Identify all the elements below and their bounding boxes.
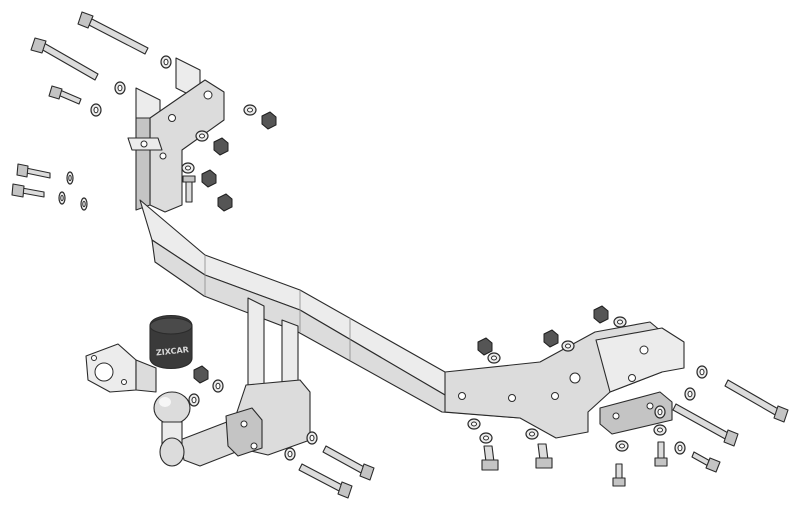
washer (90, 103, 102, 117)
washer (674, 441, 686, 455)
washer (188, 393, 200, 407)
washer (525, 428, 539, 440)
bolt-short-left-2 (16, 163, 51, 179)
washer (479, 432, 493, 444)
nut (213, 137, 229, 156)
nut (261, 111, 277, 130)
bolt-vertical-2 (612, 463, 626, 487)
washer (80, 197, 88, 211)
washer (66, 171, 74, 185)
bolt-short-left-1 (48, 85, 82, 105)
bolt-long-bottom-2 (298, 463, 353, 499)
electrical-socket: ZIXCAR (149, 315, 193, 369)
washer (58, 191, 66, 205)
washer (181, 162, 195, 174)
tow-ball (153, 391, 191, 467)
bolt-vertical-3 (654, 441, 668, 467)
right-bracket (444, 321, 685, 439)
washer (212, 379, 224, 393)
socket-brand-label: ZIXCAR (156, 345, 190, 357)
washer (467, 418, 481, 430)
washer (615, 440, 629, 452)
tow-ball-arm (179, 297, 311, 467)
nut (201, 169, 217, 188)
washer (561, 340, 575, 352)
washer (684, 387, 696, 401)
washer (114, 81, 126, 95)
nut (543, 329, 559, 348)
nut (593, 305, 609, 324)
bolt-short-right (691, 451, 721, 473)
washer (243, 104, 257, 116)
bolt-vertical-1 (182, 175, 196, 203)
bolt-bottom-2 (535, 443, 553, 469)
bolt-short-left-3 (11, 183, 45, 198)
washer (284, 447, 296, 461)
washer (653, 424, 667, 436)
bolt-long-top-2 (30, 37, 99, 81)
bolt-long-right-2 (672, 403, 739, 447)
washer (696, 365, 708, 379)
bolt-bottom-1 (481, 445, 499, 471)
washer (613, 316, 627, 328)
nut (217, 193, 233, 212)
washer (195, 130, 209, 142)
nut (193, 365, 209, 384)
bolt-long-bottom-1 (322, 445, 375, 481)
washer (160, 55, 172, 69)
washer (487, 352, 501, 364)
washer (654, 405, 666, 419)
washer (306, 431, 318, 445)
nut (477, 337, 493, 356)
left-bracket (127, 57, 225, 213)
bolt-long-top-1 (77, 11, 149, 55)
socket-mounting-plate (85, 343, 157, 393)
bolt-long-right-1 (724, 379, 789, 423)
